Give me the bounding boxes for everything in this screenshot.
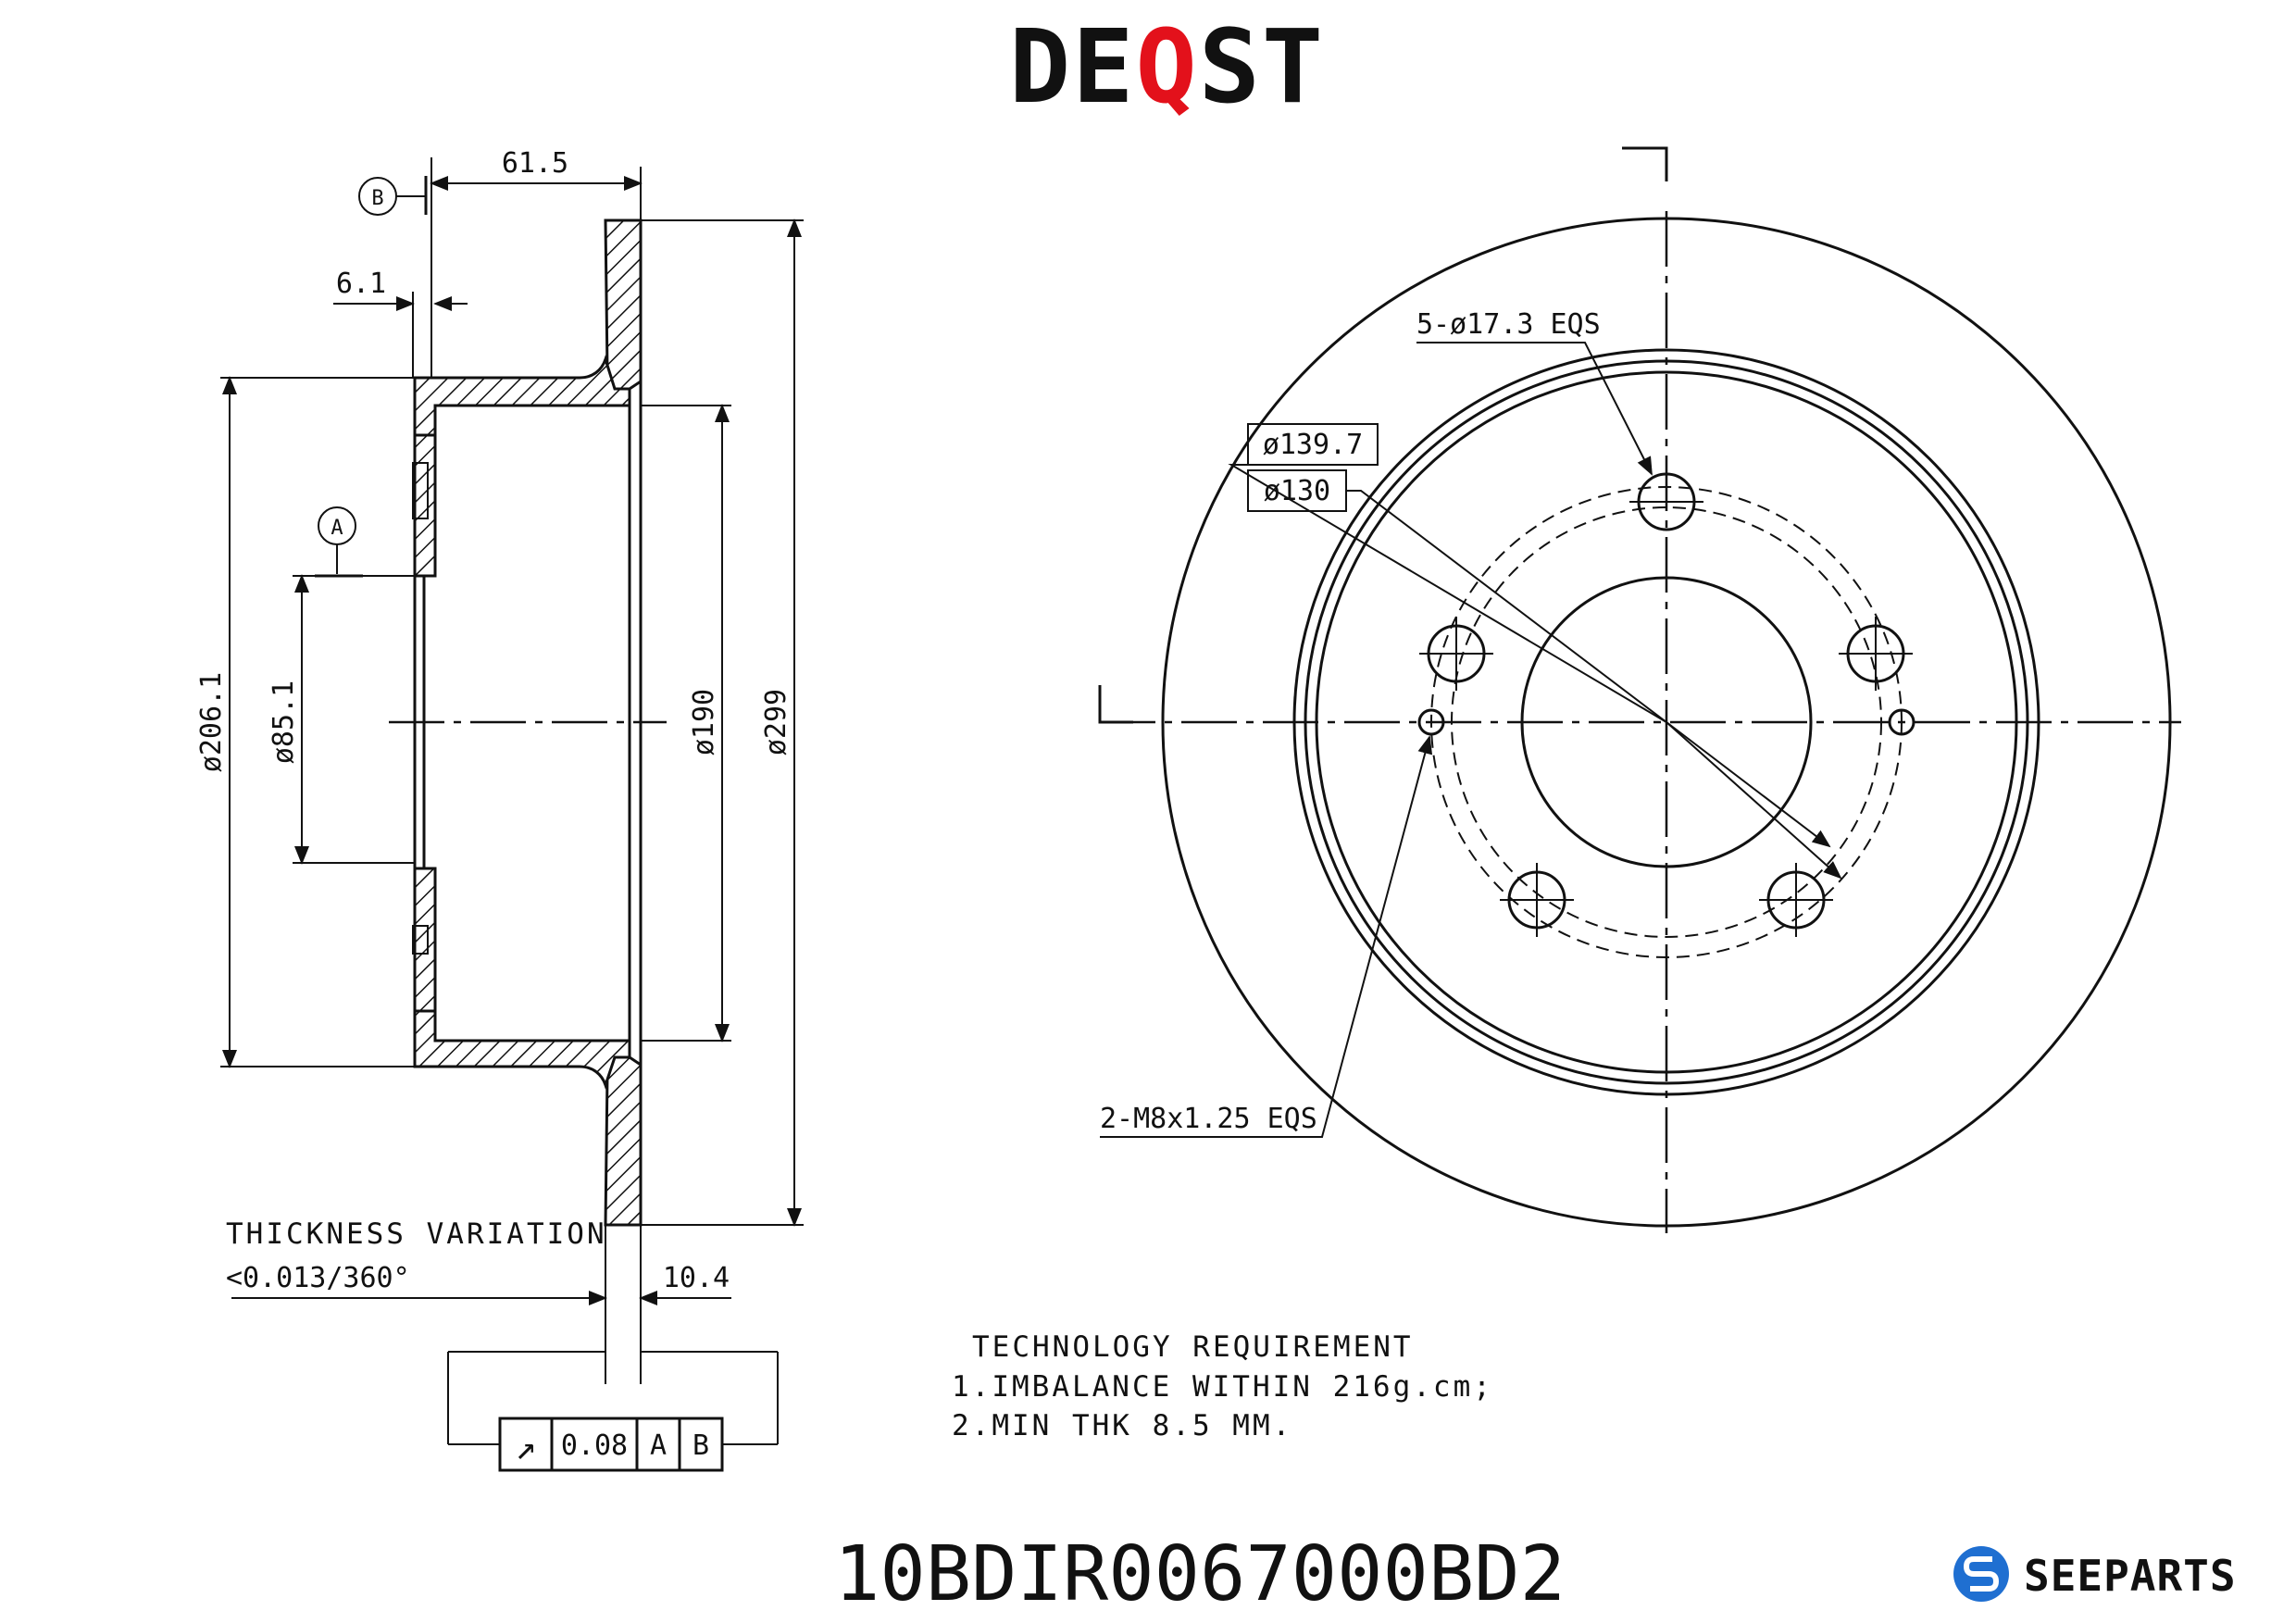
runout-datum-a: A bbox=[650, 1429, 667, 1462]
brand-accent-letter: Q bbox=[1135, 7, 1198, 126]
thickness-variation-label: THICKNESS VARIATION bbox=[226, 1217, 607, 1251]
svg-text:DEQST: DEQST bbox=[1009, 7, 1325, 126]
thickness-variation-value: <0.013/360° bbox=[226, 1262, 410, 1294]
section-friction-ring-top bbox=[604, 218, 643, 391]
dim-center-bore: ø85.1 bbox=[268, 680, 300, 764]
section-hat-bottom bbox=[413, 1009, 631, 1090]
brand-suffix: ST bbox=[1199, 7, 1325, 126]
runout-datum-b: B bbox=[693, 1429, 709, 1462]
front-view: 5-ø17.3 EQS ø139.7 ø130 2-M8x1.25 EQS bbox=[1098, 146, 2181, 1233]
dim-hat-dia: ø206.1 bbox=[195, 672, 228, 772]
tech-req-item: 1.IMBALANCE WITHIN 216g.cm; bbox=[952, 1370, 1493, 1404]
runout-symbol: ↗ bbox=[516, 1427, 537, 1467]
dim-outer-dia: ø299 bbox=[760, 689, 792, 755]
dim-offset: 61.5 bbox=[502, 147, 568, 180]
callout-threaded-holes: 2-M8x1.25 EQS bbox=[1100, 1103, 1317, 1135]
brand-prefix: DE bbox=[1009, 7, 1135, 126]
side-section-view: B A 61.5 6.1 ø206.1 ø85.1 ø190 bbox=[195, 147, 804, 1472]
tech-req-item: 2.MIN THK 8.5 MM. bbox=[952, 1409, 1292, 1442]
brand-logo: DEQST bbox=[1009, 7, 1325, 126]
callout-pcd-2: ø130 bbox=[1264, 475, 1330, 507]
tech-req-title: TECHNOLOGY REQUIREMENT bbox=[972, 1330, 1414, 1364]
datum-a-label: A bbox=[331, 517, 343, 540]
seeparts-text: SEEPARTS bbox=[2024, 1551, 2237, 1601]
runout-control-frame: ↗ 0.08 A B bbox=[498, 1417, 724, 1472]
threaded-hole bbox=[1888, 708, 1915, 736]
part-number: 10BDIR0067000BD2 bbox=[834, 1530, 1566, 1618]
bolt-hole bbox=[1839, 617, 1913, 691]
bolt-hole bbox=[1419, 617, 1493, 691]
callout-pcd-1: ø139.7 bbox=[1263, 429, 1363, 461]
bolt-hole bbox=[1759, 863, 1833, 937]
seeparts-icon bbox=[1953, 1546, 2009, 1602]
threaded-hole bbox=[1417, 708, 1445, 736]
bolt-hole bbox=[1629, 472, 1703, 531]
section-hat-flange-top bbox=[413, 433, 437, 578]
callout-bolt-holes: 5-ø17.3 EQS bbox=[1416, 308, 1601, 341]
datum-b-label: B bbox=[371, 187, 383, 210]
dim-thickness: 10.4 bbox=[663, 1262, 730, 1294]
seeparts-logo: SEEPARTS bbox=[1953, 1546, 2237, 1602]
bolt-hole bbox=[1500, 863, 1574, 937]
section-hat-flange-bottom bbox=[413, 867, 437, 1013]
runout-tolerance: 0.08 bbox=[561, 1429, 628, 1462]
dim-inner-dia: ø190 bbox=[688, 689, 720, 755]
dim-hat-wall: 6.1 bbox=[336, 268, 386, 300]
section-friction-ring-bottom bbox=[604, 1055, 643, 1227]
technology-requirements: TECHNOLOGY REQUIREMENT 1.IMBALANCE WITHI… bbox=[952, 1330, 1493, 1442]
section-hat-top bbox=[413, 355, 631, 437]
